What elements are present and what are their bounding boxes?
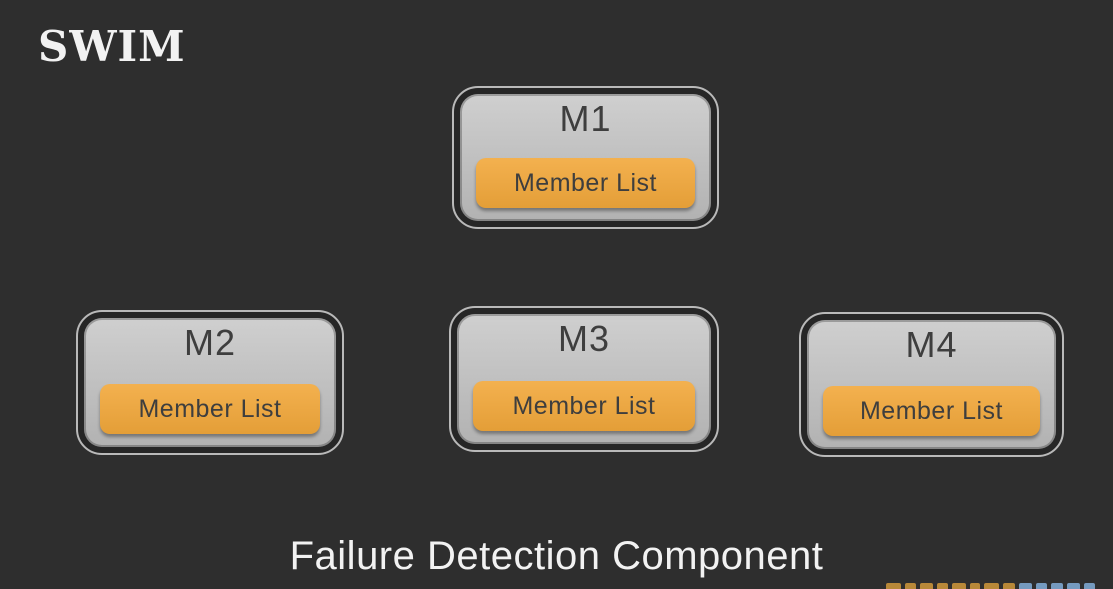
watermark-segment [1003,583,1015,589]
member-list-button-m2: Member List [100,384,320,434]
node-m2-body: M2 Member List [84,318,336,447]
node-m3-body: M3 Member List [457,314,711,444]
watermark-segment [920,583,933,589]
node-m3: M3 Member List [449,306,719,452]
watermark-segment [1051,583,1063,589]
watermark-segment [1067,583,1080,589]
watermark-cutoff-text [886,583,1099,589]
watermark-segment [937,583,948,589]
node-m1-body: M1 Member List [460,94,711,221]
node-m2-label: M2 [183,322,236,363]
watermark-segment [1019,583,1032,589]
slide-title: SWIM [38,22,186,71]
member-list-button-m1: Member List [476,158,695,208]
watermark-segment [1036,583,1047,589]
watermark-segment [984,583,999,589]
node-m4-body: M4 Member List [807,320,1056,449]
watermark-segment [952,583,966,589]
node-m4: M4 Member List [799,312,1064,457]
node-m4-label: M4 [905,324,958,365]
slide-caption: Failure Detection Component [289,534,824,578]
watermark-segment [970,583,980,589]
node-m3-label: M3 [557,318,610,359]
node-m1-label: M1 [559,98,612,139]
node-m2: M2 Member List [76,310,344,455]
member-list-button-m3: Member List [473,381,695,431]
node-m1: M1 Member List [452,86,719,229]
watermark-segment [886,583,901,589]
watermark-segment [905,583,916,589]
member-list-button-m4: Member List [823,386,1040,436]
watermark-segment [1084,583,1095,589]
